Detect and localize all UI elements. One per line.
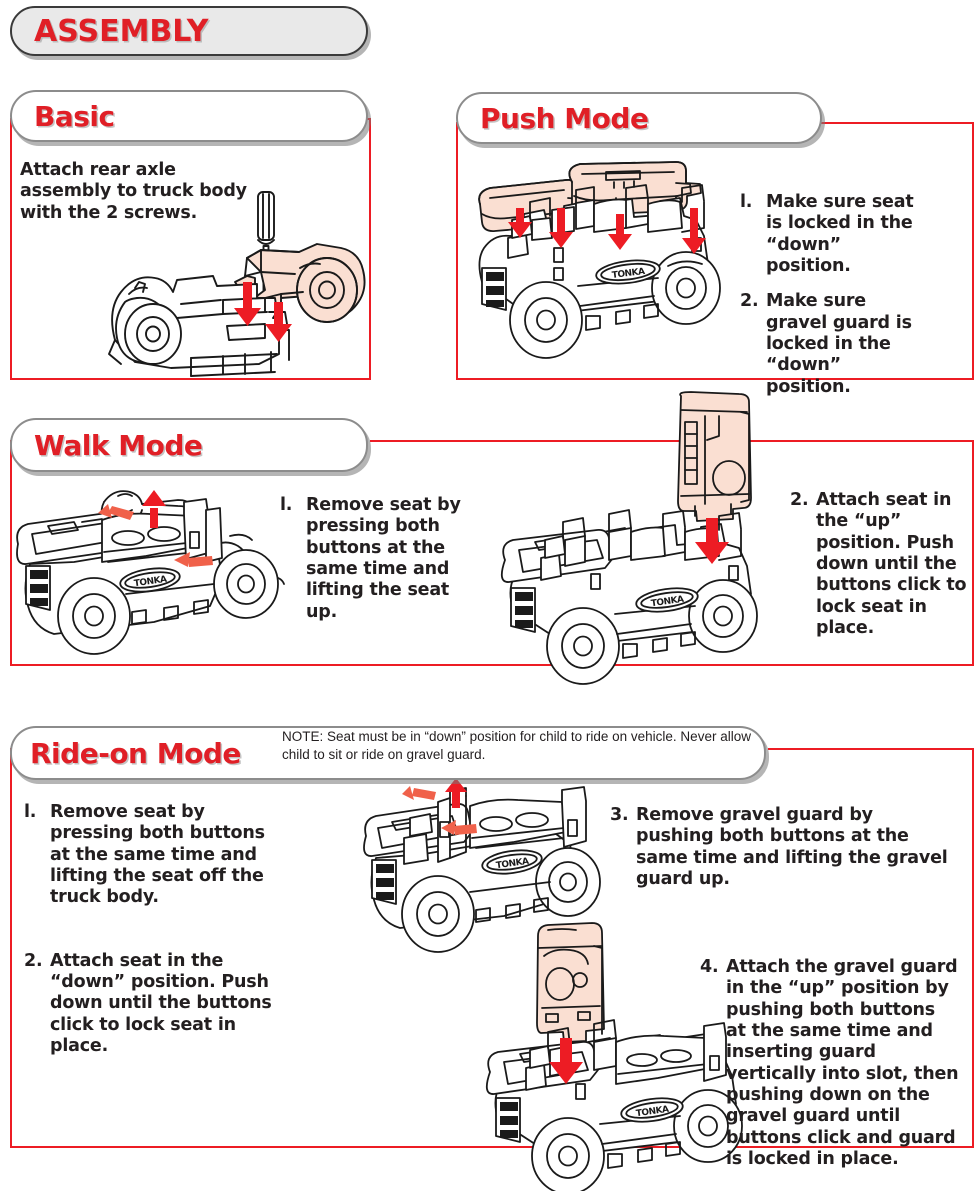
step-number: 2. xyxy=(790,490,809,510)
step-number: l. xyxy=(24,802,37,822)
list-item: 2. Attach seat in the “down” position. P… xyxy=(24,951,274,1058)
step-number: l. xyxy=(740,192,753,212)
rear-axle-attach-illustration xyxy=(95,190,375,385)
step-text: Attach seat in the “up” position. Push d… xyxy=(816,490,967,639)
basic-header-pill: Basic xyxy=(10,90,368,142)
walk-mode-header-label: Walk Mode xyxy=(34,428,203,462)
ride-on-mode-header-label: Ride-on Mode xyxy=(30,736,241,770)
push-mode-step-list: l. Make sure seat is locked in the “down… xyxy=(740,192,930,412)
ride-on-step-4-list: 4. Attach the gravel guard in the “up” p… xyxy=(700,957,960,1184)
ride-on-step-3-list: 3. Remove gravel guard by pushing both b… xyxy=(610,805,955,904)
step-number: l. xyxy=(280,495,293,515)
list-item: 3. Remove gravel guard by pushing both b… xyxy=(610,805,955,890)
truck-remove-seat-illustration: TONKA xyxy=(8,480,298,660)
list-item: l. Make sure seat is locked in the “down… xyxy=(740,192,930,277)
ride-on-box-right xyxy=(972,748,974,1148)
push-mode-header-label: Push Mode xyxy=(480,101,649,135)
list-item: 2. Attach seat in the “up” position. Pus… xyxy=(790,490,970,639)
ride-on-mode-header-pill: Ride-on Mode xyxy=(10,726,766,780)
step-text: Remove seat by pressing both buttons at … xyxy=(50,802,265,908)
ride-on-box-top xyxy=(768,748,974,750)
walk-mode-box-bottom xyxy=(10,664,974,666)
push-mode-header-pill: Push Mode xyxy=(456,92,822,144)
truck-remove-gravel-guard-illustration: TONKA xyxy=(352,778,612,962)
list-item: 2. Make sure gravel guard is locked in t… xyxy=(740,291,930,398)
step-number: 2. xyxy=(740,291,759,312)
list-item: l. Remove seat by pressing both buttons … xyxy=(280,495,470,623)
step-text: Attach seat in the “down” position. Push… xyxy=(50,950,272,1057)
svg-text:TONKA: TONKA xyxy=(635,1105,669,1120)
basic-header-label: Basic xyxy=(34,99,115,133)
svg-text:TONKA: TONKA xyxy=(650,595,684,610)
svg-text:TONKA: TONKA xyxy=(133,575,167,590)
ride-on-box-left xyxy=(10,748,12,1148)
step-text: Make sure gravel guard is locked in the … xyxy=(766,291,912,397)
assembly-title-pill: ASSEMBLY xyxy=(10,6,368,56)
ride-on-step-1-list: l. Remove seat by pressing both buttons … xyxy=(24,802,274,1071)
truck-seat-and-gravel-guard-illustration: TONKA xyxy=(468,160,738,382)
walk-mode-step-1-list: l. Remove seat by pressing both buttons … xyxy=(280,495,470,637)
step-text: Remove seat by pressing both buttons at … xyxy=(306,495,461,622)
page-title: ASSEMBLY xyxy=(34,13,209,49)
walk-mode-header-pill: Walk Mode xyxy=(10,418,368,472)
list-item: l. Remove seat by pressing both buttons … xyxy=(24,802,274,909)
walk-mode-box-right xyxy=(972,440,974,666)
step-text: Attach the gravel guard in the “up” posi… xyxy=(726,957,959,1170)
svg-text:TONKA: TONKA xyxy=(611,267,645,281)
step-text: Remove gravel guard by pushing both butt… xyxy=(636,805,948,890)
ride-on-mode-note: NOTE: Seat must be in “down” position fo… xyxy=(282,729,751,762)
walk-mode-step-2-list: 2. Attach seat in the “up” position. Pus… xyxy=(790,490,970,653)
walk-mode-box-left xyxy=(10,440,12,666)
svg-text:TONKA: TONKA xyxy=(495,857,529,872)
step-number: 2. xyxy=(24,950,43,971)
list-item: 4. Attach the gravel guard in the “up” p… xyxy=(700,957,960,1170)
step-number: 3. xyxy=(610,805,629,825)
truck-attach-seat-up-illustration: TONKA xyxy=(495,391,785,685)
truck-attach-gravel-guard-up-illustration: TONKA xyxy=(482,922,743,1191)
ride-on-box-bottom xyxy=(10,1146,974,1148)
step-number: 4. xyxy=(700,957,719,977)
basic-body-text: Attach rear axle assembly to truck body … xyxy=(20,160,247,223)
step-text: Make sure seat is locked in the “down” p… xyxy=(766,192,914,277)
walk-mode-box-top xyxy=(370,440,974,442)
